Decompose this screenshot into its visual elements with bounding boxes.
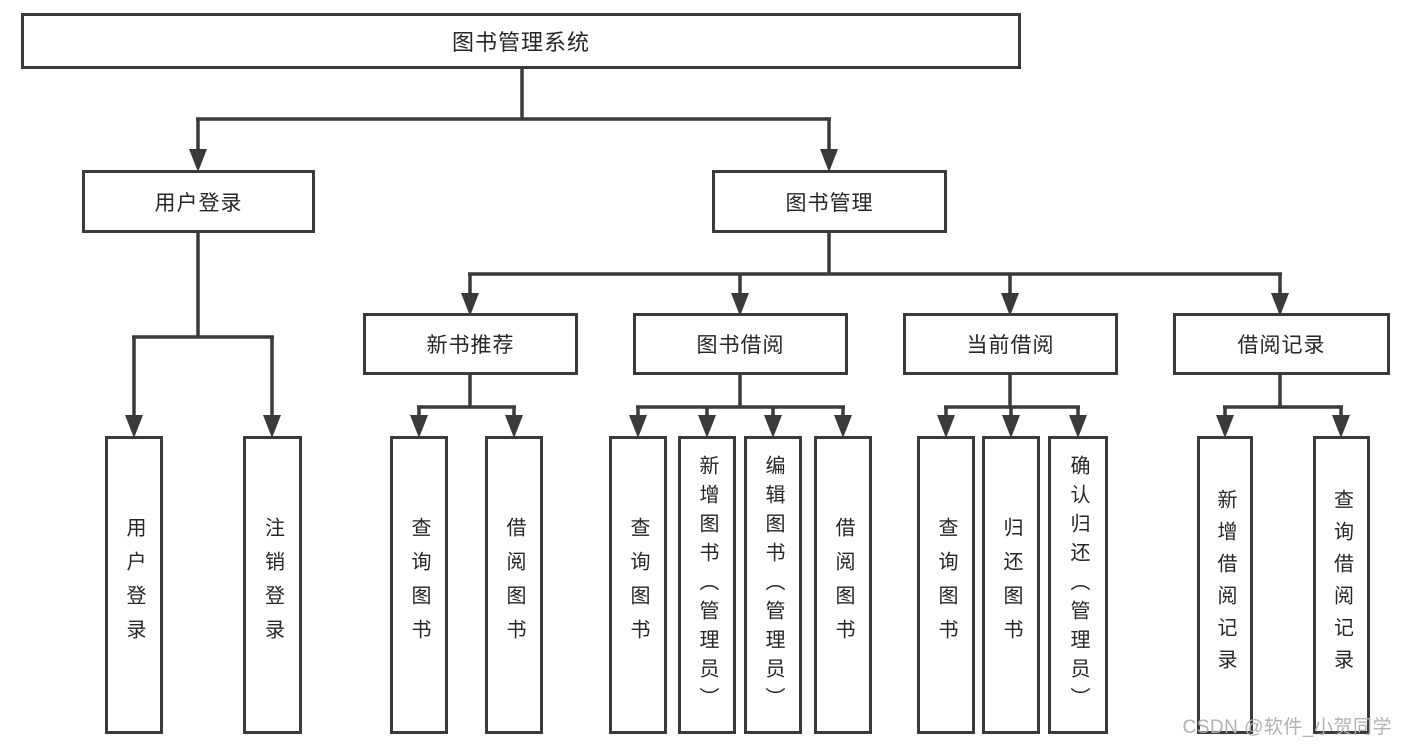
node-leaf-query-borrow-record: 查询借阅记录 bbox=[1313, 436, 1370, 734]
arrowhead-down bbox=[410, 415, 428, 438]
arrowhead-down bbox=[937, 415, 955, 438]
node-label: 图书管理系统 bbox=[451, 30, 590, 55]
node-leaf-return-books: 归还图书 bbox=[982, 436, 1040, 734]
node-label: 查询借阅记录 bbox=[1330, 489, 1353, 681]
node-label: 新增图书（管理员） bbox=[696, 454, 718, 716]
node-leaf-logout: 注销登录 bbox=[243, 436, 302, 734]
arrowhead-down bbox=[1216, 415, 1234, 438]
node-label: 图书借阅 bbox=[696, 334, 785, 357]
node-book-borrowing: 图书借阅 bbox=[633, 313, 848, 375]
arrowhead-down bbox=[1002, 415, 1020, 438]
node-leaf-edit-books-admin: 编辑图书（管理员） bbox=[744, 436, 802, 734]
node-label: 归还图书 bbox=[1000, 517, 1022, 653]
node-book-management: 图书管理 bbox=[712, 170, 947, 233]
node-label: 用户登录 bbox=[123, 517, 145, 653]
node-leaf-borrow-books-2: 借阅图书 bbox=[814, 436, 872, 734]
arrowhead-down bbox=[125, 415, 143, 438]
arrowhead-down bbox=[505, 415, 523, 438]
arrowhead-down bbox=[629, 415, 647, 438]
node-label: 查询图书 bbox=[935, 517, 957, 653]
node-label: 借阅图书 bbox=[832, 517, 854, 653]
node-label: 图书管理 bbox=[785, 191, 874, 215]
node-new-book-recommendation: 新书推荐 bbox=[363, 313, 578, 375]
node-leaf-add-books-admin: 新增图书（管理员） bbox=[678, 436, 736, 734]
node-label: 借阅图书 bbox=[503, 517, 525, 653]
node-leaf-query-books-3: 查询图书 bbox=[917, 436, 975, 734]
node-leaf-add-borrow-record: 新增借阅记录 bbox=[1197, 436, 1253, 734]
arrowhead-down bbox=[698, 415, 716, 438]
node-label: 注销登录 bbox=[261, 517, 284, 653]
node-leaf-user-login: 用户登录 bbox=[105, 436, 163, 734]
node-label: 借阅记录 bbox=[1237, 334, 1326, 357]
node-label: 新书推荐 bbox=[426, 334, 515, 357]
node-leaf-query-books-2: 查询图书 bbox=[609, 436, 667, 734]
node-leaf-query-books-1: 查询图书 bbox=[390, 436, 448, 734]
node-library-management-system: 图书管理系统 bbox=[21, 13, 1021, 69]
node-current-borrowing: 当前借阅 bbox=[903, 313, 1118, 375]
csdn-watermark: CSDN @软件_小贺同学 bbox=[1182, 717, 1392, 738]
arrowhead-down bbox=[834, 415, 852, 438]
arrowhead-down bbox=[764, 415, 782, 438]
arrowhead-down bbox=[189, 149, 207, 172]
node-label: 新增借阅记录 bbox=[1214, 489, 1236, 681]
node-user-login: 用户登录 bbox=[82, 170, 315, 233]
arrowhead-down bbox=[263, 415, 281, 438]
node-leaf-borrow-books-1: 借阅图书 bbox=[485, 436, 543, 734]
node-leaf-confirm-return-admin: 确认归还（管理员） bbox=[1048, 436, 1108, 734]
node-label: 当前借阅 bbox=[966, 334, 1055, 357]
node-label: 确认归还（管理员） bbox=[1067, 454, 1089, 716]
node-label: 用户登录 bbox=[154, 191, 243, 215]
node-label: 编辑图书（管理员） bbox=[762, 454, 784, 716]
node-label: 查询图书 bbox=[627, 517, 649, 653]
node-borrowing-records: 借阅记录 bbox=[1173, 313, 1390, 375]
node-label: 查询图书 bbox=[408, 517, 430, 653]
arrowhead-down bbox=[820, 149, 838, 172]
arrowhead-down bbox=[1069, 415, 1087, 438]
arrowhead-down bbox=[1332, 415, 1350, 438]
